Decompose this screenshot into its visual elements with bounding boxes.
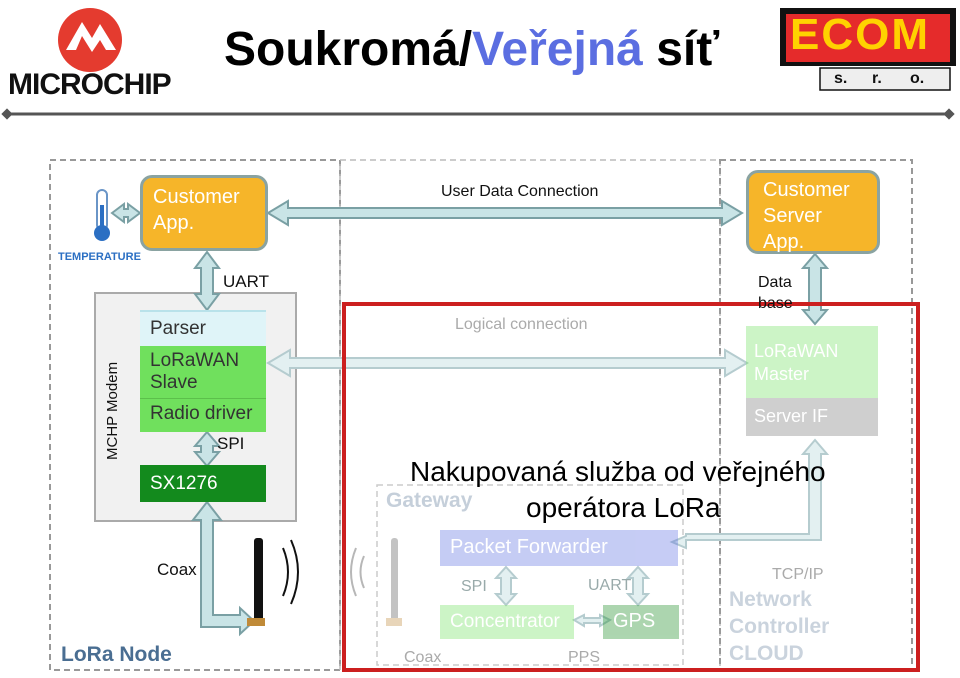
gateway-antenna-icon [350,538,402,626]
network-controller-label: Network Controller CLOUD [729,588,830,665]
radio-driver-layer: Radio driver [140,398,266,432]
user-data-connection-label: User Data Connection [441,183,599,200]
pps-label: PPS [568,649,601,666]
microchip-logo-icon [58,8,122,72]
logical-connection-arrow [266,348,749,378]
ecom-logo-sub-3: o. [910,70,925,87]
customer-server-app-box: Customer Server App. [746,170,880,254]
ecom-logo-sub-2: r. [872,70,882,87]
thermometer-icon [94,189,110,241]
lorawan-slave-layer: LoRaWAN Slave [140,346,266,398]
gateway-uart-label: UART [588,577,632,594]
concentrator-box: Concentrator [440,605,574,639]
mchp-modem-label: MCHP Modem [104,361,121,460]
page-title: Soukromá/Veřejná síť [224,23,720,76]
gps-box: GPS [603,605,679,639]
overlay-text-line1: Nakupovaná služba od veřejného [410,456,826,487]
ecom-logo-text: ECOM [790,10,930,59]
gateway-spi-label: SPI [461,578,487,595]
lorawan-master-box: LoRaWAN Master [746,326,878,398]
gateway-box [376,484,684,666]
sx1276-chip: SX1276 [140,465,266,502]
database-arrow [800,252,830,326]
tcpip-arrow [669,438,830,550]
database-label: Data base [758,274,793,312]
lora-node-label: LoRa Node [61,643,172,666]
overlay-text-line2: operátora LoRa [526,492,721,523]
public-operator-overlay [342,302,920,672]
gateway-coax-label: Coax [404,649,442,666]
temperature-label: TEMPERATURE [58,251,141,263]
parser-layer: Parser [140,310,266,346]
microchip-logo-text: MICROCHIP [8,68,172,101]
user-data-arrow [266,199,744,227]
server-region [719,159,913,671]
spi-label: SPI [217,434,245,453]
antenna-icon [247,538,299,626]
gateway-internal-arrows [493,565,651,628]
temperature-arrow [110,202,142,224]
server-if-box: Server IF [746,398,878,436]
gateway-label: Gateway [386,489,473,512]
coax-label: Coax [157,560,197,579]
tcpip-label: TCP/IP [772,566,824,583]
ecom-logo-sub-1: s. [834,70,848,87]
packet-forwarder-box: Packet Forwarder [440,530,678,566]
uart-label: UART [223,272,269,291]
logical-connection-label: Logical connection [455,316,588,333]
ecom-logo [780,8,956,91]
customer-app-box: Customer App. [140,175,268,251]
